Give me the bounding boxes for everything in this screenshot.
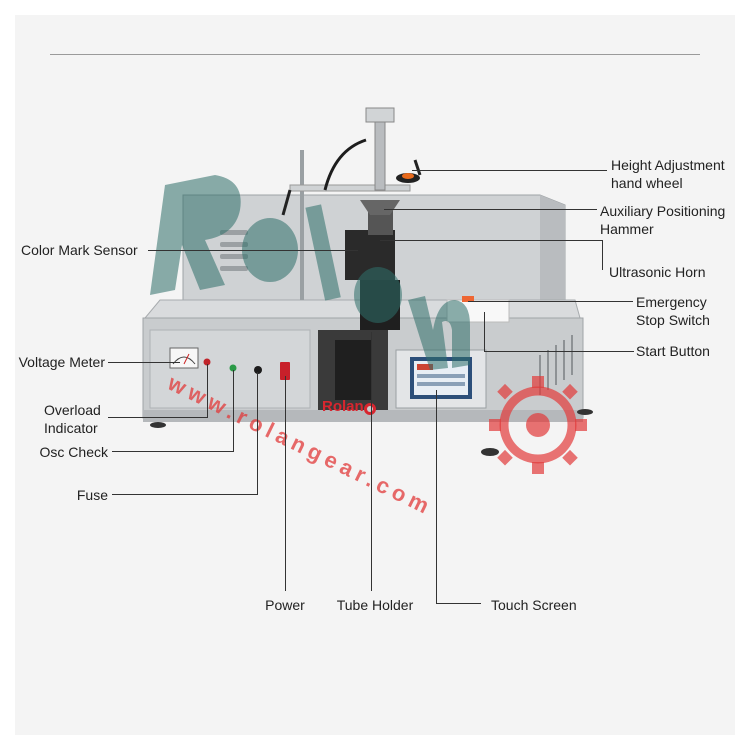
- label-overload-indicator: Overload Indicator: [44, 401, 101, 437]
- leader-fuse-h: [112, 494, 258, 495]
- label-height-adjustment-line2: hand wheel: [611, 175, 683, 191]
- leader-fuse-v: [257, 372, 258, 494]
- leader-auxiliary-positioning: [384, 209, 597, 210]
- label-overload-indicator-line1: Overload: [44, 402, 101, 418]
- leader-tube-holder: [371, 332, 372, 591]
- label-osc-check: Osc Check: [39, 444, 108, 460]
- label-emergency-stop-line1: Emergency: [636, 294, 707, 310]
- label-power: Power: [265, 597, 305, 613]
- label-voltage-meter: Voltage Meter: [18, 354, 105, 370]
- leader-voltage-meter: [108, 362, 180, 363]
- label-auxiliary-positioning-line1: Auxiliary Positioning: [600, 203, 726, 219]
- leader-overload-v: [207, 364, 208, 417]
- leader-color-mark-sensor: [148, 250, 358, 251]
- label-height-adjustment-line1: Height Adjustment: [611, 157, 725, 173]
- label-fuse: Fuse: [76, 487, 108, 503]
- leader-start-button-v: [484, 312, 485, 352]
- leader-power: [285, 376, 286, 591]
- leader-overload-h: [108, 417, 208, 418]
- label-emergency-stop: Emergency Stop Switch: [636, 293, 710, 329]
- top-divider: [50, 54, 700, 55]
- leader-osc-check-h: [112, 451, 234, 452]
- label-auxiliary-positioning: Auxiliary Positioning Hammer: [600, 202, 725, 238]
- leader-height-adjustment: [412, 170, 607, 171]
- label-emergency-stop-line2: Stop Switch: [636, 312, 710, 328]
- leader-ultrasonic-horn-h: [380, 240, 602, 241]
- label-height-adjustment: Height Adjustment hand wheel: [611, 156, 725, 192]
- label-tube-holder: Tube Holder: [336, 597, 414, 613]
- leader-touch-screen-v: [436, 390, 437, 604]
- leader-emergency-stop: [468, 301, 633, 302]
- leader-ultrasonic-horn-v: [602, 240, 603, 270]
- label-overload-indicator-line2: Indicator: [44, 420, 98, 436]
- label-touch-screen: Touch Screen: [491, 597, 577, 613]
- label-auxiliary-positioning-line2: Hammer: [600, 221, 654, 237]
- label-ultrasonic-horn: Ultrasonic Horn: [609, 264, 706, 280]
- leader-touch-screen-h: [436, 603, 481, 604]
- machine-logo-text: Rolan: [322, 398, 364, 415]
- leader-start-button-h: [484, 351, 634, 352]
- leader-osc-check-v: [233, 370, 234, 451]
- label-color-mark-sensor: Color Mark Sensor: [21, 242, 138, 258]
- label-start-button: Start Button: [636, 343, 710, 359]
